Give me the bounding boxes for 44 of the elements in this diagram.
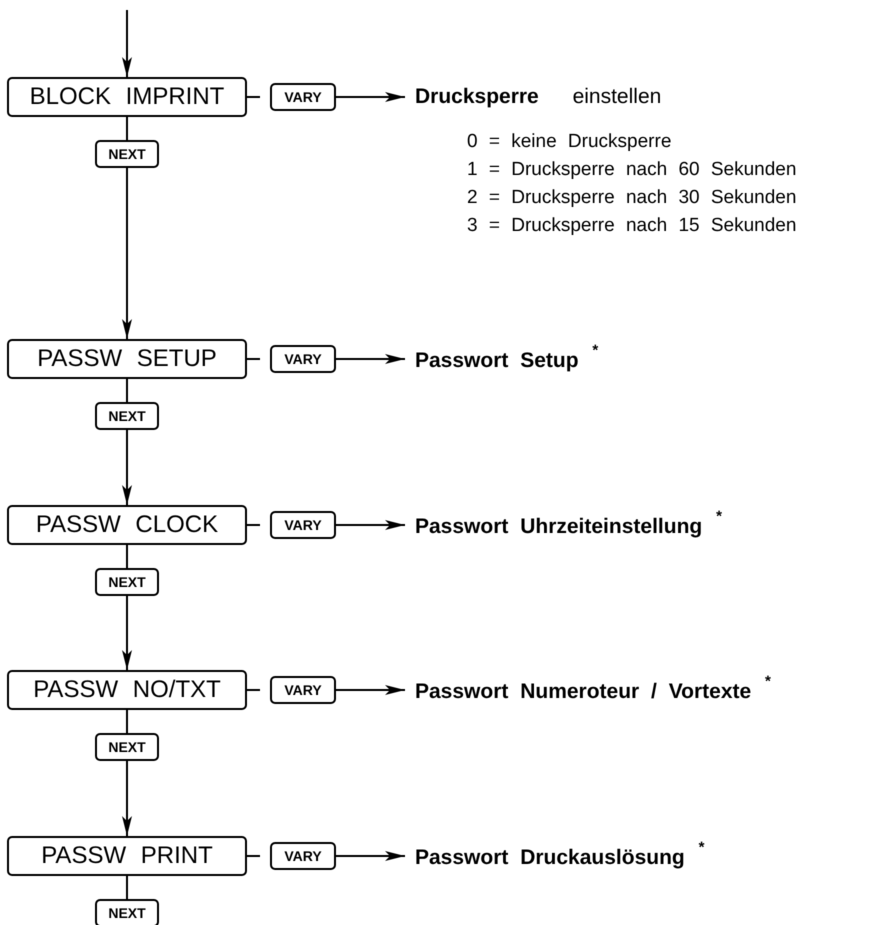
setting-text: Passwort Uhrzeiteinstellung $^{*}$ xyxy=(415,509,855,541)
connector-line xyxy=(126,545,128,568)
option-text: 2 = Drucksperre nach 30 Sekunden xyxy=(467,187,796,209)
key-box: NEXT xyxy=(95,733,159,761)
key-box: VARY xyxy=(270,511,336,539)
key-box: NEXT xyxy=(95,402,159,430)
key-box: VARY xyxy=(270,345,336,373)
connector-line xyxy=(247,524,260,526)
arrow xyxy=(122,10,132,77)
connector-line xyxy=(247,689,260,691)
connector-line xyxy=(126,876,128,899)
setting-text: Drucksperre einstellen xyxy=(415,81,855,113)
display-box: PASSW SETUP xyxy=(7,339,247,379)
option-text: 1 = Drucksperre nach 60 Sekunden xyxy=(467,159,796,181)
key-box: NEXT xyxy=(95,568,159,596)
arrow xyxy=(336,520,405,530)
arrow xyxy=(336,685,405,695)
arrow xyxy=(122,430,132,505)
connector-line xyxy=(126,379,128,402)
arrow xyxy=(122,596,132,670)
arrow xyxy=(336,354,405,364)
setting-text: Passwort Druckauslösung $^{*}$ xyxy=(415,840,855,872)
arrow xyxy=(336,92,405,102)
display-box: BLOCK IMPRINT xyxy=(7,77,247,117)
display-box: PASSW PRINT xyxy=(7,836,247,876)
display-box: PASSW NO/TXT xyxy=(7,670,247,710)
key-box: NEXT xyxy=(95,140,159,168)
connector-line xyxy=(126,710,128,733)
arrow xyxy=(122,761,132,836)
connector-line xyxy=(247,855,260,857)
key-box: NEXT xyxy=(95,899,159,925)
option-text: 3 = Drucksperre nach 15 Sekunden xyxy=(467,215,796,237)
arrow xyxy=(122,168,132,339)
key-box: VARY xyxy=(270,83,336,111)
key-box: VARY xyxy=(270,676,336,704)
arrow xyxy=(336,851,405,861)
connector-line xyxy=(126,117,128,140)
display-box: PASSW CLOCK xyxy=(7,505,247,545)
setting-text: Passwort Setup $^{*}$ xyxy=(415,343,855,375)
key-box: VARY xyxy=(270,842,336,870)
connector-line xyxy=(247,358,260,360)
connector-line xyxy=(247,96,260,98)
setting-text: Passwort Numeroteur / Vortexte $^{*}$ xyxy=(415,674,855,706)
option-text: 0 = keine Drucksperre xyxy=(467,131,672,153)
